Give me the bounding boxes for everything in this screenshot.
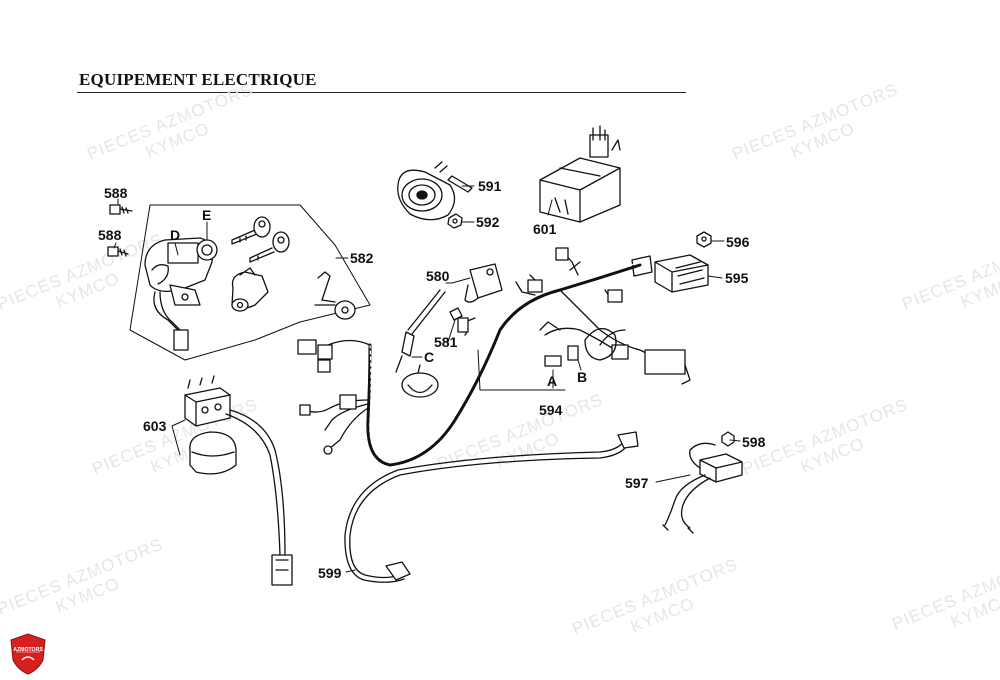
callout-597: 597 xyxy=(625,475,649,491)
callout-603: 603 xyxy=(143,418,167,434)
cable-599 xyxy=(344,431,639,583)
page-title: EQUIPEMENT ELECTRIQUE xyxy=(79,70,317,89)
callout-b: B xyxy=(577,369,587,385)
callout-e: E xyxy=(202,207,211,223)
watermark-text: PIECES AZMOTORS xyxy=(889,550,1000,634)
callout-582: 582 xyxy=(350,250,374,266)
screw-588-top xyxy=(109,204,133,215)
azmotors-logo: AZMOTORS xyxy=(10,633,46,675)
callout-labels: 588 588 D E 582 591 592 601 596 595 580 … xyxy=(98,178,766,581)
wiring-harness-594 xyxy=(297,247,691,467)
title-underline xyxy=(77,92,686,93)
callout-594: 594 xyxy=(539,402,563,418)
callout-588: 588 xyxy=(98,227,122,243)
relay-box-601 xyxy=(539,125,621,223)
callout-d: D xyxy=(170,227,180,243)
callout-598: 598 xyxy=(742,434,766,450)
logo-text: AZMOTORS xyxy=(13,647,43,653)
callout-581: 581 xyxy=(434,334,458,350)
callout-592: 592 xyxy=(476,214,500,230)
callout-595: 595 xyxy=(725,270,749,286)
watermarks: PIECES AZMOTORS KYMCO PIECES AZMOTORS KY… xyxy=(0,80,1000,639)
leader-lines xyxy=(113,185,741,573)
nut-596 xyxy=(696,231,712,248)
screw-588-bottom xyxy=(107,246,129,257)
callout-588: 588 xyxy=(104,185,128,201)
switch-597 xyxy=(662,431,743,534)
callout-599: 599 xyxy=(318,565,342,581)
sensor-581 xyxy=(449,307,476,336)
ignition-lock-set-582 xyxy=(129,204,371,361)
ignition-coil-580 xyxy=(395,263,503,398)
callout-580: 580 xyxy=(426,268,450,284)
nut-592 xyxy=(447,213,463,229)
callout-596: 596 xyxy=(726,234,750,250)
callout-601: 601 xyxy=(533,221,557,237)
callout-a: A xyxy=(547,373,557,389)
horn-591 xyxy=(397,161,473,221)
callout-591: 591 xyxy=(478,178,502,194)
starter-relay-603 xyxy=(184,375,293,586)
callout-c: C xyxy=(424,349,434,365)
regulator-595 xyxy=(631,254,709,293)
